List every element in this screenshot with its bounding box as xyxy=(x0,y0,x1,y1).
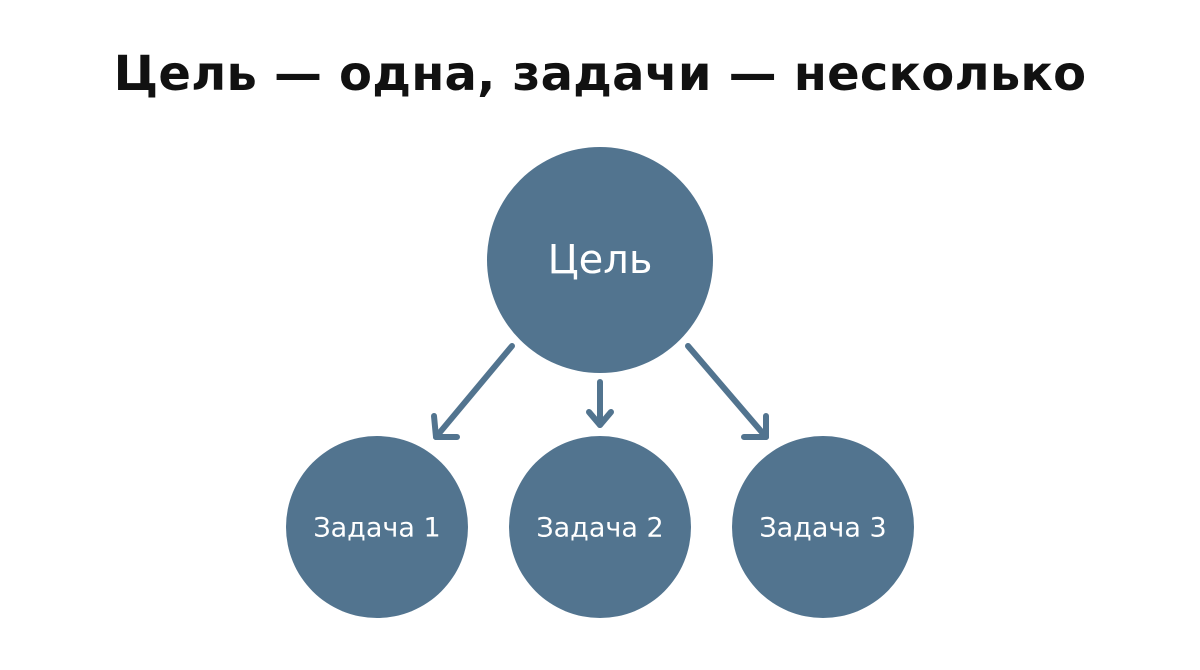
arrow-to-task-1 xyxy=(431,343,515,440)
task-label: Задача 2 xyxy=(536,513,663,544)
task-node-1: Задача 1 xyxy=(286,436,468,618)
task-circle xyxy=(509,436,691,618)
arrow-to-task-3 xyxy=(685,343,769,440)
task-circle xyxy=(286,436,468,618)
task-label: Задача 1 xyxy=(313,513,440,544)
task-node-2: Задача 2 xyxy=(509,436,691,618)
goal-node: Цель xyxy=(487,147,713,373)
arrow-to-task-2 xyxy=(586,379,614,428)
arrows xyxy=(431,343,769,440)
goal-label: Цель xyxy=(548,237,653,283)
task-circle xyxy=(732,436,914,618)
page-title: Цель — одна, задачи — несколько xyxy=(113,46,1087,102)
task-node-3: Задача 3 xyxy=(732,436,914,618)
goal-circle xyxy=(487,147,713,373)
task-label: Задача 3 xyxy=(759,513,886,544)
